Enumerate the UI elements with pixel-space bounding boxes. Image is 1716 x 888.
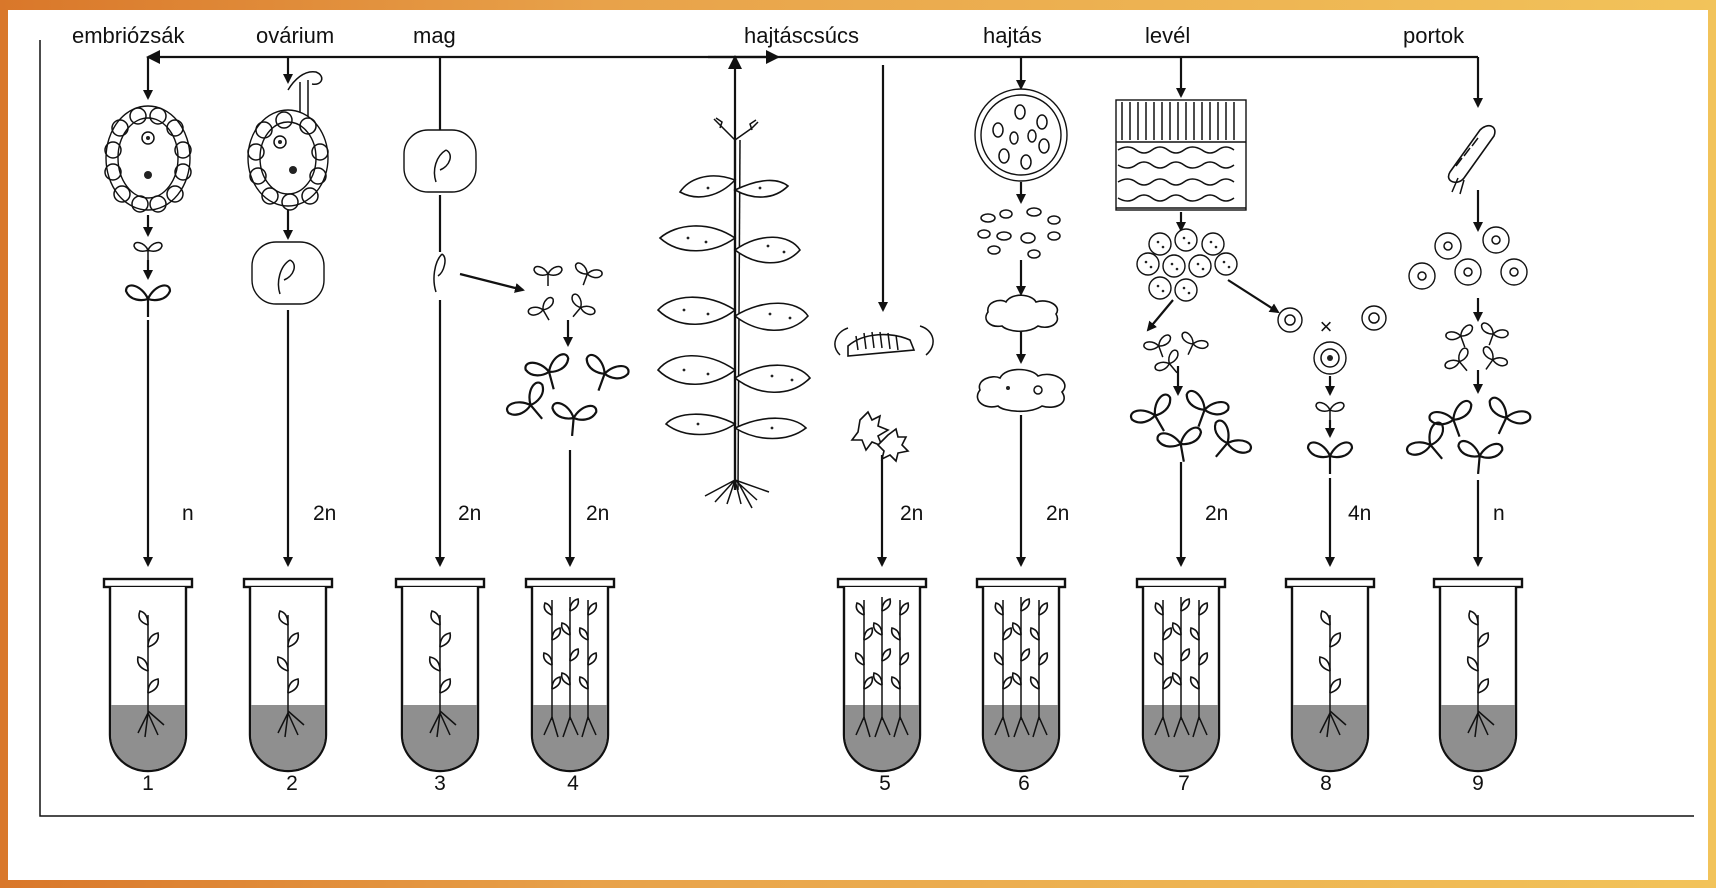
- ploidy-4: 2n: [586, 502, 609, 525]
- ploidy-3: 2n: [458, 502, 481, 525]
- source-label-level: levél: [1145, 23, 1190, 48]
- route-number-5: 5: [879, 772, 891, 795]
- ploidy-7: 2n: [1205, 502, 1228, 525]
- route-6-shoot: 2n 6: [975, 57, 1069, 795]
- route-number-6: 6: [1018, 772, 1030, 795]
- distribution-lines: [148, 57, 1478, 490]
- source-label-ovarium: ovárium: [256, 23, 334, 48]
- route-number-9: 9: [1472, 772, 1484, 795]
- source-label-mag: mag: [413, 23, 456, 48]
- route-3-4-seed: 2n 3 2n 4: [396, 57, 630, 795]
- ploidy-8: 4n: [1348, 502, 1371, 525]
- route-5-shoot-tip: 2n 5: [835, 65, 933, 795]
- route-9-anther: n 9: [1405, 57, 1532, 795]
- source-label-hajtas: hajtás: [983, 23, 1042, 48]
- route-7-8-leaf: 2n 7 × 4n 8: [1116, 57, 1386, 795]
- ploidy-5: 2n: [900, 502, 923, 525]
- source-label-hajtascsucs: hajtáscsúcs: [744, 23, 859, 48]
- ploidy-2: 2n: [313, 502, 336, 525]
- route-number-3: 3: [434, 772, 446, 795]
- source-label-embriozsak: embriózsák: [72, 23, 185, 48]
- route-number-1: 1: [142, 772, 154, 795]
- mother-plant: [658, 118, 810, 508]
- route-number-2: 2: [286, 772, 298, 795]
- route-number-4: 4: [567, 772, 579, 795]
- plant-tissue-culture-diagram: embriózsák ovárium mag hajtáscsúcs hajtá…: [8, 10, 1708, 880]
- ploidy-9: n: [1493, 502, 1505, 525]
- ploidy-1: n: [182, 502, 194, 525]
- source-label-portok: portok: [1403, 23, 1465, 48]
- cross-symbol: ×: [1320, 314, 1333, 339]
- figure-frame: embriózsák ovárium mag hajtáscsúcs hajtá…: [8, 10, 1708, 880]
- route-2-ovary: 2n 2: [244, 57, 336, 795]
- route-number-8: 8: [1320, 772, 1332, 795]
- ploidy-6: 2n: [1046, 502, 1069, 525]
- route-1-embryo-sac: n 1: [104, 57, 194, 795]
- route-number-7: 7: [1178, 772, 1190, 795]
